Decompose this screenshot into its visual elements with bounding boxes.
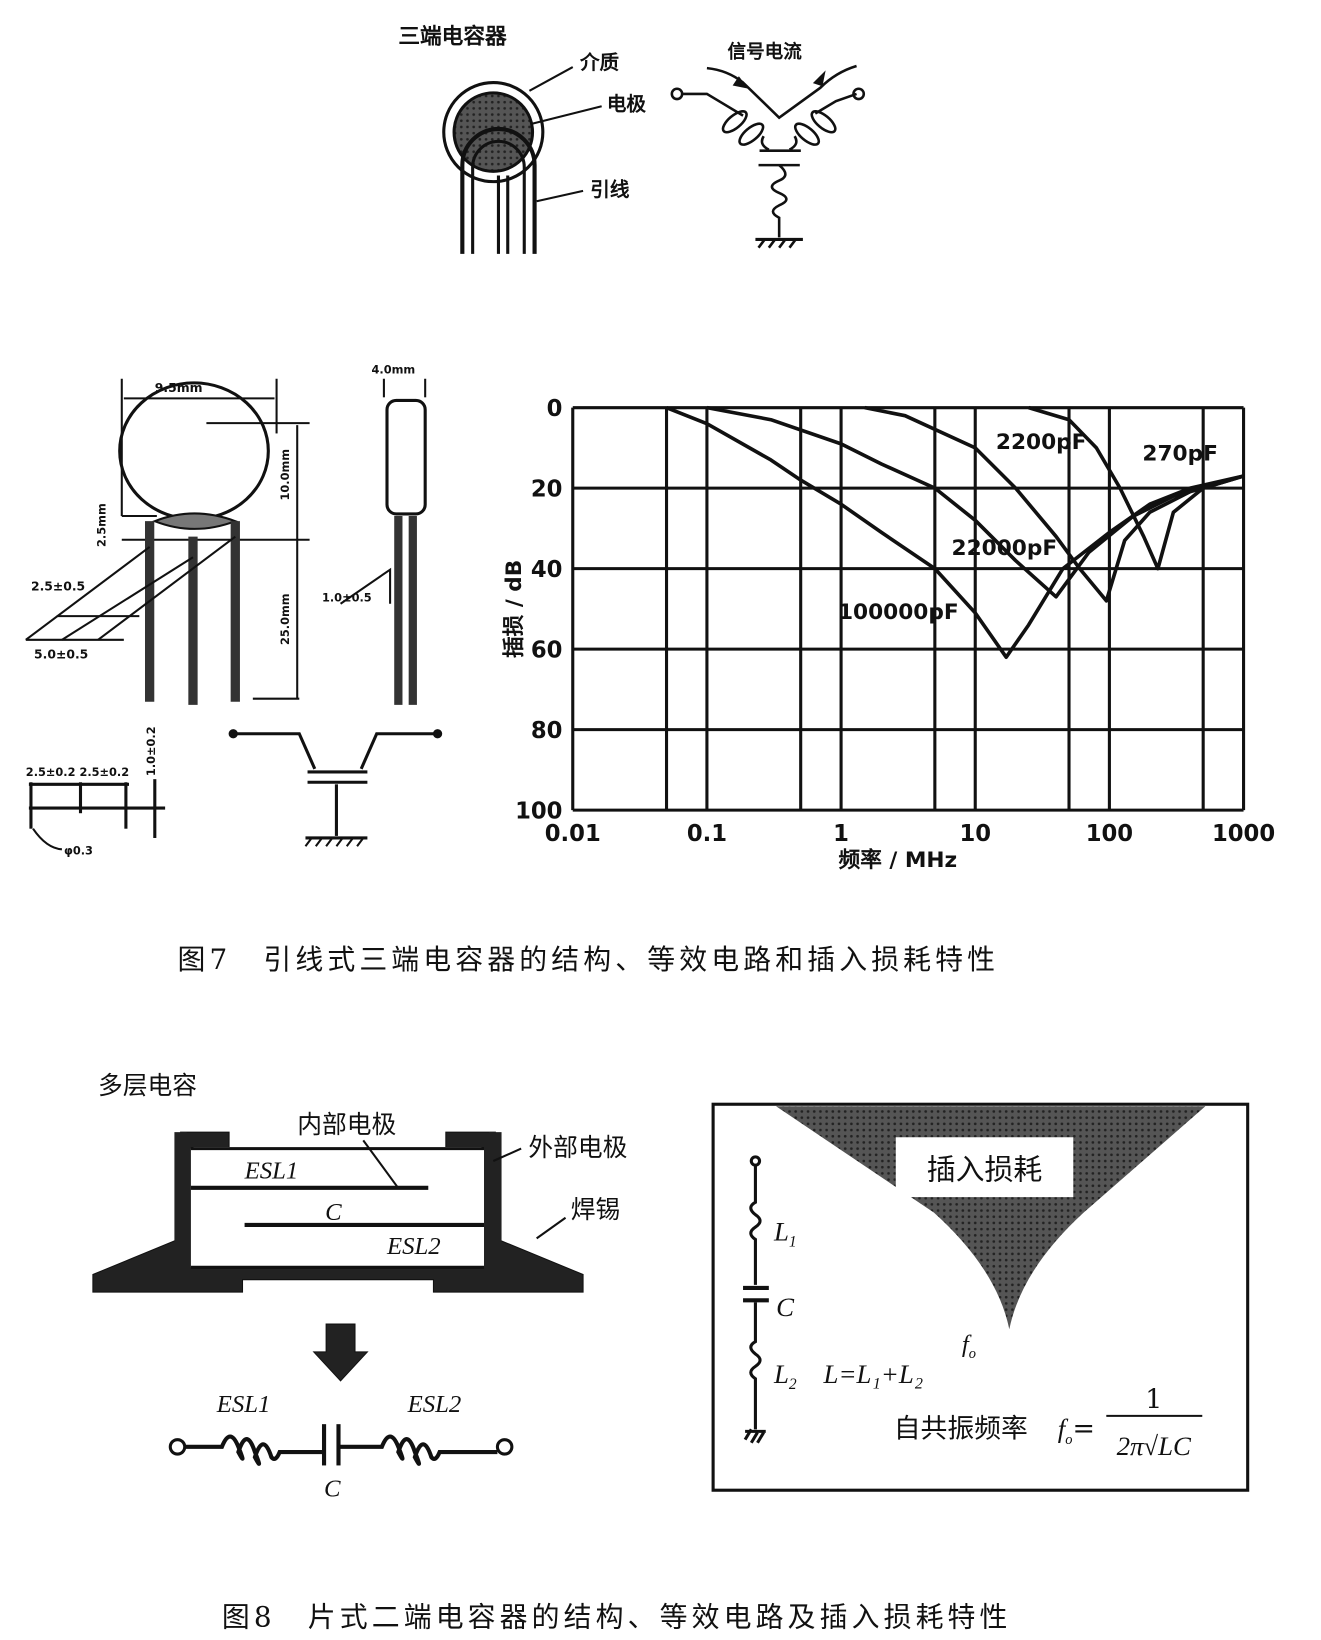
label-lead: 引线 <box>590 178 630 201</box>
y-tick-label: 0 <box>547 396 563 422</box>
label-inner-electrode: 内部电极 <box>297 1110 396 1139</box>
dim-lead-gap: 1.0±0.5 <box>322 591 372 605</box>
series-label-100000pF: 100000pF <box>838 600 959 625</box>
label-solder: 焊锡 <box>571 1195 620 1224</box>
label-l-sum: L=L₁+L₂ <box>823 1359 924 1389</box>
label-outer-electrode: 外部电极 <box>528 1133 627 1162</box>
label-c-box: C <box>776 1292 795 1322</box>
figure8-caption: 图8 片式二端电容器的结构、等效电路及插入损耗特性 <box>221 1601 1012 1634</box>
formula-lhs: fo= <box>1058 1414 1095 1448</box>
label-c-section: C <box>325 1199 342 1226</box>
y-tick-label: 100 <box>515 798 562 824</box>
dim-hole-offset: 1.0±0.2 <box>144 726 158 776</box>
label-electrode: 电极 <box>607 92 647 115</box>
lead-type-equivalent-circuit <box>228 729 443 847</box>
x-tick-label: 0.01 <box>545 821 601 847</box>
series-line-22000pF <box>706 405 1245 599</box>
formula-denominator: 2π√LC <box>1117 1431 1192 1461</box>
dim-lead-length: 25.0mm <box>278 593 292 645</box>
dim-hole-pitch: 2.5±0.2 2.5±0.2 <box>26 765 129 779</box>
dim-pitch-a: 2.5±0.5 <box>31 579 85 593</box>
series-label-270pF: 270pF <box>1142 441 1218 466</box>
label-esl2: ESL2 <box>407 1391 462 1418</box>
label-dielectric: 介质 <box>579 51 620 74</box>
dim-pitch-b: 5.0±0.5 <box>34 647 88 661</box>
label-c: C <box>324 1475 341 1502</box>
label-signal-current: 信号电流 <box>728 41 803 63</box>
signal-current-equivalent: 信号电流 <box>670 41 866 249</box>
x-tick-label: 1 <box>833 821 849 847</box>
dim-seat: 2.5mm <box>94 503 108 547</box>
label-l1: L1 <box>773 1216 797 1250</box>
series-line-270pF <box>1028 405 1245 571</box>
y-tick-label: 80 <box>531 718 563 744</box>
label-self-resonance: 自共振频率 <box>894 1414 1028 1445</box>
structure-title: 三端电容器 <box>398 23 507 49</box>
label-esl1: ESL1 <box>216 1391 271 1418</box>
dim-body-height: 10.0mm <box>278 449 292 501</box>
y-tick-label: 20 <box>531 476 563 502</box>
y-axis-label: 插损 / dB <box>502 560 527 658</box>
label-esl1-section: ESL1 <box>244 1158 299 1185</box>
x-tick-label: 0.1 <box>687 821 727 847</box>
formula-numerator: 1 <box>1145 1385 1162 1416</box>
dim-width: 9.5mm <box>155 381 203 395</box>
x-tick-label: 1000 <box>1212 821 1275 847</box>
label-esl2-section: ESL2 <box>386 1233 441 1260</box>
insertion-loss-diagram: 插入损耗 L1 C L2 L=L₁+L₂ fo 自共振频率 fo= 1 2π√L… <box>711 1102 1250 1492</box>
dim-hole-dia: φ0.3 <box>64 843 93 857</box>
label-insertion-loss: 插入损耗 <box>927 1153 1043 1187</box>
x-tick-label: 10 <box>959 821 991 847</box>
multilayer-title: 多层电容 <box>98 1071 197 1100</box>
x-axis-label: 频率 / MHz <box>839 847 958 873</box>
label-f0: fo <box>962 1331 976 1362</box>
series-equivalent-circuit <box>168 1424 514 1466</box>
down-arrow-icon <box>312 1323 369 1382</box>
x-tick-label: 100 <box>1086 821 1133 847</box>
figure7-caption: 图7 引线式三端电容器的结构、等效电路和插入损耗特性 <box>177 944 1000 977</box>
three-terminal-capacitor-structure: 三端电容器 介质 电极 引线 <box>398 23 646 254</box>
series-label-2200pF: 2200pF <box>996 430 1087 455</box>
series-label-22000pF: 22000pF <box>952 536 1058 561</box>
series-line-2200pF <box>864 405 1245 603</box>
dimension-drawing: 9.5mm 10.0mm 25.0mm 2.5mm 2.5±0.5 5.0±0.… <box>25 363 443 857</box>
dim-thickness: 4.0mm <box>372 363 416 377</box>
multilayer-capacitor-structure: 多层电容 内部电极 外部电极 焊锡 ESL1 C ESL2 ESL1 ESL2 … <box>92 1071 627 1502</box>
y-tick-label: 40 <box>531 557 563 583</box>
y-tick-label: 60 <box>531 637 563 663</box>
label-l2: L2 <box>773 1359 797 1393</box>
